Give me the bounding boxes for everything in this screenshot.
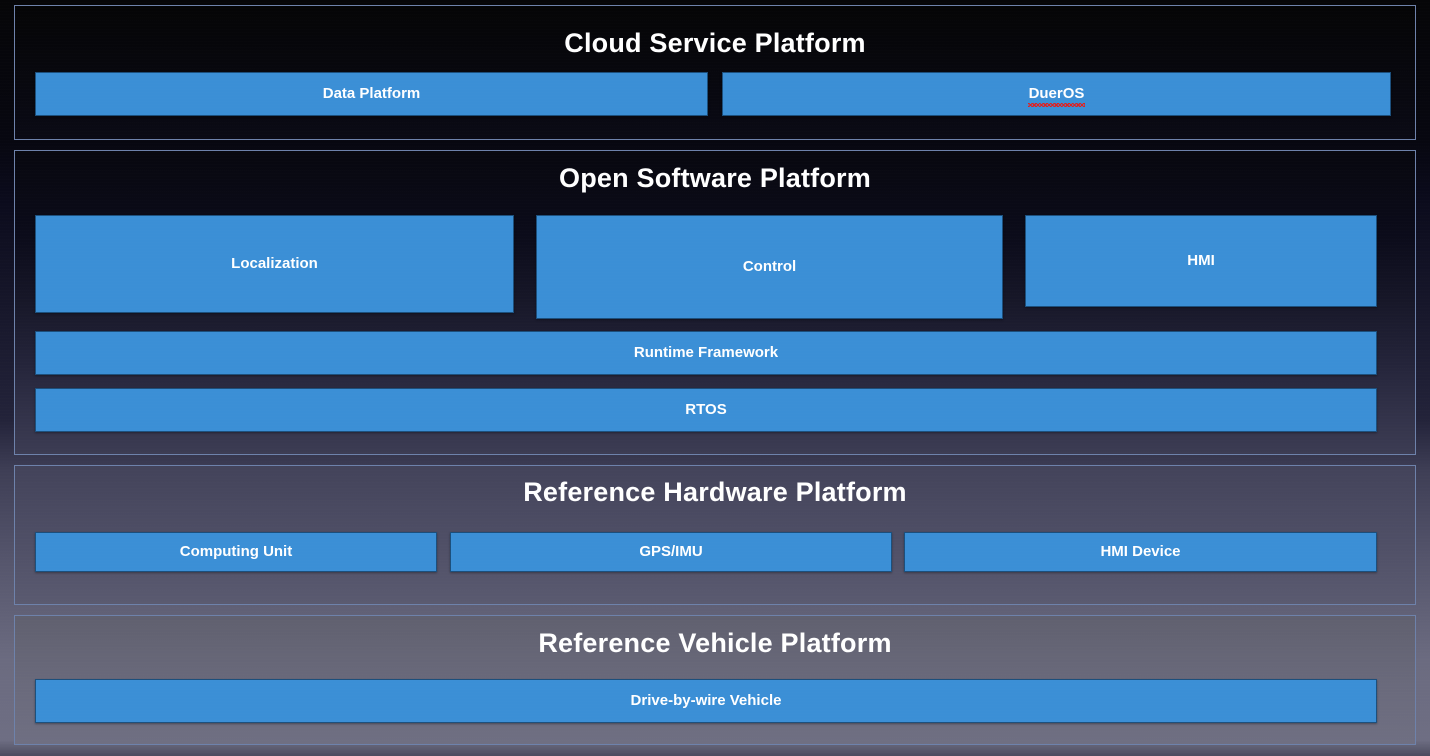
layer-title-cloud-service-platform: Cloud Service Platform [564,28,866,58]
layer-title-reference-hardware-platform: Reference Hardware Platform [523,477,907,507]
box-computing-unit[interactable]: Computing Unit [35,532,437,572]
layer-title-reference-vehicle-platform: Reference Vehicle Platform [538,628,892,658]
layer-open-software-platform: Open Software Platform Localization Cont… [14,150,1416,455]
box-label-control: Control [742,257,797,275]
box-label-hmi: HMI [1187,251,1215,269]
box-localization[interactable]: Localization [35,215,514,313]
box-data-platform[interactable]: Data Platform [35,72,708,116]
box-label-data-platform: Data Platform [322,84,421,102]
box-control[interactable]: Control [536,215,1003,319]
box-gps-imu[interactable]: GPS/IMU [450,532,892,572]
box-hmi[interactable]: HMI [1025,215,1377,307]
box-label-runtime-framework: Runtime Framework [633,343,779,361]
layer-reference-hardware-platform: Reference Hardware Platform Computing Un… [14,465,1416,605]
box-label-drive-by-wire-vehicle: Drive-by-wire Vehicle [630,691,782,709]
box-runtime-framework[interactable]: Runtime Framework [35,331,1377,375]
layer-reference-vehicle-platform: Reference Vehicle Platform Drive-by-wire… [14,615,1416,745]
box-label-hmi-device: HMI Device [1100,542,1181,560]
box-drive-by-wire-vehicle[interactable]: Drive-by-wire Vehicle [35,679,1377,723]
box-label-gps-imu: GPS/IMU [639,542,703,560]
layer-title-open-software-platform: Open Software Platform [559,163,871,193]
box-label-dueros: DuerOS [1027,84,1086,107]
box-label-localization: Localization [231,254,318,272]
box-label-rtos: RTOS [685,400,727,418]
box-rtos[interactable]: RTOS [35,388,1377,432]
box-label-computing-unit: Computing Unit [179,542,293,560]
layer-cloud-service-platform: Cloud Service Platform Data Platform Due… [14,5,1416,140]
box-hmi-device[interactable]: HMI Device [904,532,1377,572]
box-dueros[interactable]: DuerOS [722,72,1391,116]
